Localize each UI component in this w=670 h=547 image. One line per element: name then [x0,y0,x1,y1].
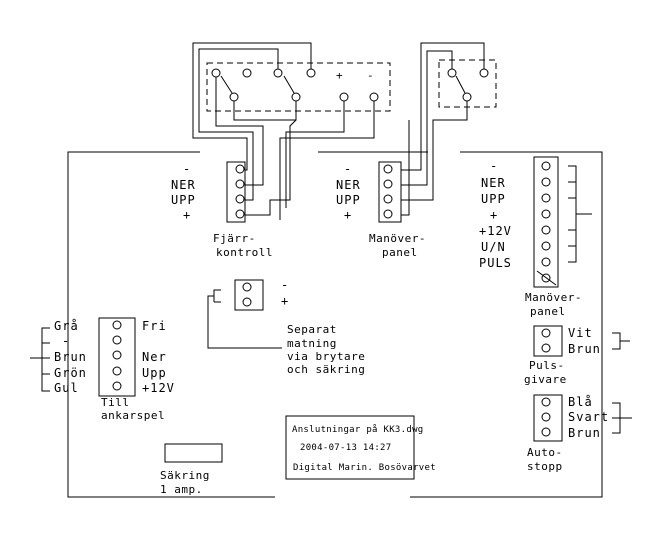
ankarspel-caption-2: ankarspel [101,409,165,422]
fjarr-label-plus: + [183,208,191,222]
manover1-caption-1: Manöver- [369,232,426,245]
autostopp-label-bla: Blå [568,395,593,409]
fjarr-label-ner: NER [171,178,196,192]
ankarspel-left-label-2: - [62,334,70,348]
pulsgivare-caption-1: Puls- [529,359,565,372]
fjarr-label-minus: - [183,162,191,176]
motor-caption-4: och säkring [287,363,365,376]
wires-fjarr [192,42,375,220]
manover2-label-un: U/N [481,240,506,254]
motor-caption-3: via brytare [287,350,365,363]
manover2-label-minus: - [490,159,498,173]
pulsgivare-label-brun: Brun [568,342,601,356]
relay-plus-label: + [336,69,343,82]
terminal-motor: - + Separat matning via brytare och säkr… [207,278,365,376]
ankarspel-caption-1: Till [101,396,130,409]
manover1-label-plus: + [344,208,352,222]
ankarspel-right-label-3: Ner [142,350,167,364]
manover1-caption-2: panel [382,246,418,259]
terminal-ankarspel: Grå - Brun Grön Gul Fri Ner Upp +12V Til… [30,317,175,422]
relay-block-small [438,59,497,108]
title-block: Anslutningar på KK3.dwg 2004-07-13 14:27… [285,415,436,480]
autostopp-caption-1: Auto- [527,446,563,459]
manover2-label-plus: + [490,208,498,222]
fjarr-caption-1: Fjärr- [213,232,256,245]
motor-plus-label: + [281,294,289,308]
pulsgivare-label-vit: Vit [568,326,593,340]
manover2-label-12v: +12V [479,224,512,238]
manover2-caption-2: panel [530,305,566,318]
terminal-manoverpanel-1: - NER UPP + Manöver- panel [336,161,426,259]
fuse-caption-1: Säkring [160,469,210,482]
motor-caption-1: Separat [287,323,337,336]
fuse: Säkring 1 amp. [160,443,223,496]
ankarspel-right-label-1: Fri [142,319,167,333]
terminal-pulsgivare: Vit Brun Puls- givare [524,325,630,386]
pulsgivare-caption-2: givare [524,373,567,386]
fjarr-label-upp: UPP [171,193,196,207]
manover2-caption-1: Manöver- [525,291,582,304]
terminal-autostopp: Blå Svart Brun Auto- stopp [527,394,632,473]
autostopp-label-svart: Svart [568,410,609,424]
title-block-line1: Anslutningar på KK3.dwg [292,424,424,435]
terminal-manoverpanel-2: - NER UPP + +12V U/N PULS Manöver- panel [479,156,592,318]
title-block-line2: 2004-07-13 14:27 [300,443,392,453]
motor-minus-label: - [281,278,289,292]
motor-caption-2: matning [287,337,337,350]
ankarspel-right-label-4: Upp [142,366,167,380]
wires-manover1 [389,42,485,216]
relay-minus-label: - [367,69,374,82]
ankarspel-left-label-5: Gul [54,381,79,395]
terminal-fjarrkontroll: - NER UPP + Fjärr- kontroll [171,161,273,259]
ankarspel-left-label-1: Grå [54,319,79,333]
ankarspel-left-label-4: Grön [54,366,87,380]
fjarr-caption-2: kontroll [216,246,273,259]
enclosure-outline [67,151,603,498]
manover1-label-minus: - [344,162,352,176]
manover1-label-ner: NER [336,178,361,192]
fuse-caption-2: 1 amp. [160,483,203,496]
ankarspel-left-label-3: Brun [54,350,87,364]
title-block-line3: Digital Marin. Bosövarvet [293,463,436,473]
manover2-label-upp: UPP [481,192,506,206]
autostopp-caption-2: stopp [527,460,563,473]
manover2-label-puls: PULS [479,256,512,270]
manover2-label-ner: NER [481,176,506,190]
autostopp-label-brun: Brun [568,426,601,440]
relay-block: + - [206,62,391,112]
ankarspel-right-label-5: +12V [142,381,175,395]
manover1-label-upp: UPP [336,193,361,207]
